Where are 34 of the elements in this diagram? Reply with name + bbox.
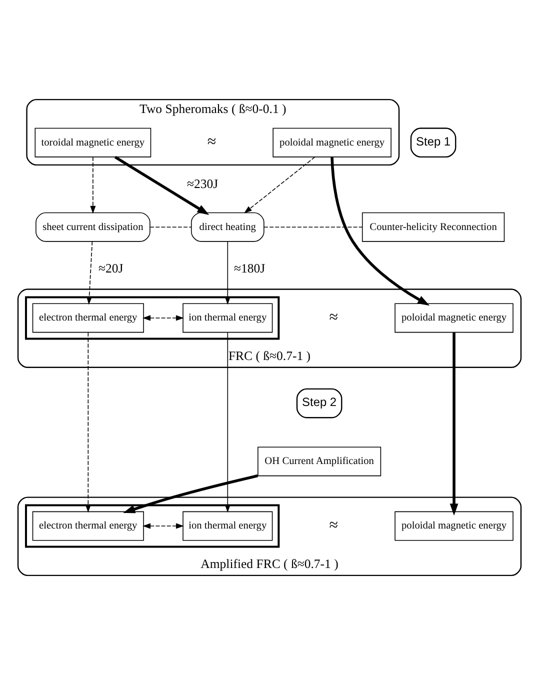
arrow	[114, 156, 210, 215]
arrow	[90, 156, 96, 214]
node-box: poloidal magnetic energy	[394, 511, 514, 541]
node-box: direct heating	[190, 212, 264, 242]
node-box: electron thermal energy	[32, 511, 144, 541]
arrow	[142, 315, 184, 321]
arrow	[123, 474, 258, 514]
connector	[150, 226, 192, 228]
node-box: electron thermal energy	[32, 303, 144, 333]
node-box: sheet current dissipation	[36, 212, 150, 242]
edge-label: ≈180J	[234, 261, 266, 276]
label: ≈	[329, 517, 338, 534]
node-box: OH Current Amplification	[258, 446, 382, 476]
node-box: toroidal magnetic energy	[34, 128, 152, 158]
label: ≈	[329, 308, 338, 326]
node-box: ion thermal energy	[182, 303, 273, 333]
arrow	[224, 241, 230, 305]
arrow	[86, 241, 93, 305]
arrow	[330, 157, 430, 306]
arrow	[85, 332, 91, 513]
node-box: ion thermal energy	[182, 511, 273, 541]
arrow	[224, 332, 230, 513]
arrow	[244, 156, 316, 214]
edge-label: ≈230J	[187, 176, 218, 191]
node-box: poloidal magnetic energy	[394, 303, 514, 333]
node-box: poloidal magnetic energy	[272, 128, 392, 158]
label: ≈	[207, 134, 216, 151]
node-box: Step 1	[410, 128, 456, 158]
node-box: Step 2	[296, 388, 342, 418]
edge-label: ≈20J	[98, 261, 124, 276]
node-box: Counter-helicity Reconnection	[362, 212, 505, 242]
arrow	[142, 523, 184, 529]
arrow	[450, 332, 458, 516]
connector	[264, 226, 363, 228]
